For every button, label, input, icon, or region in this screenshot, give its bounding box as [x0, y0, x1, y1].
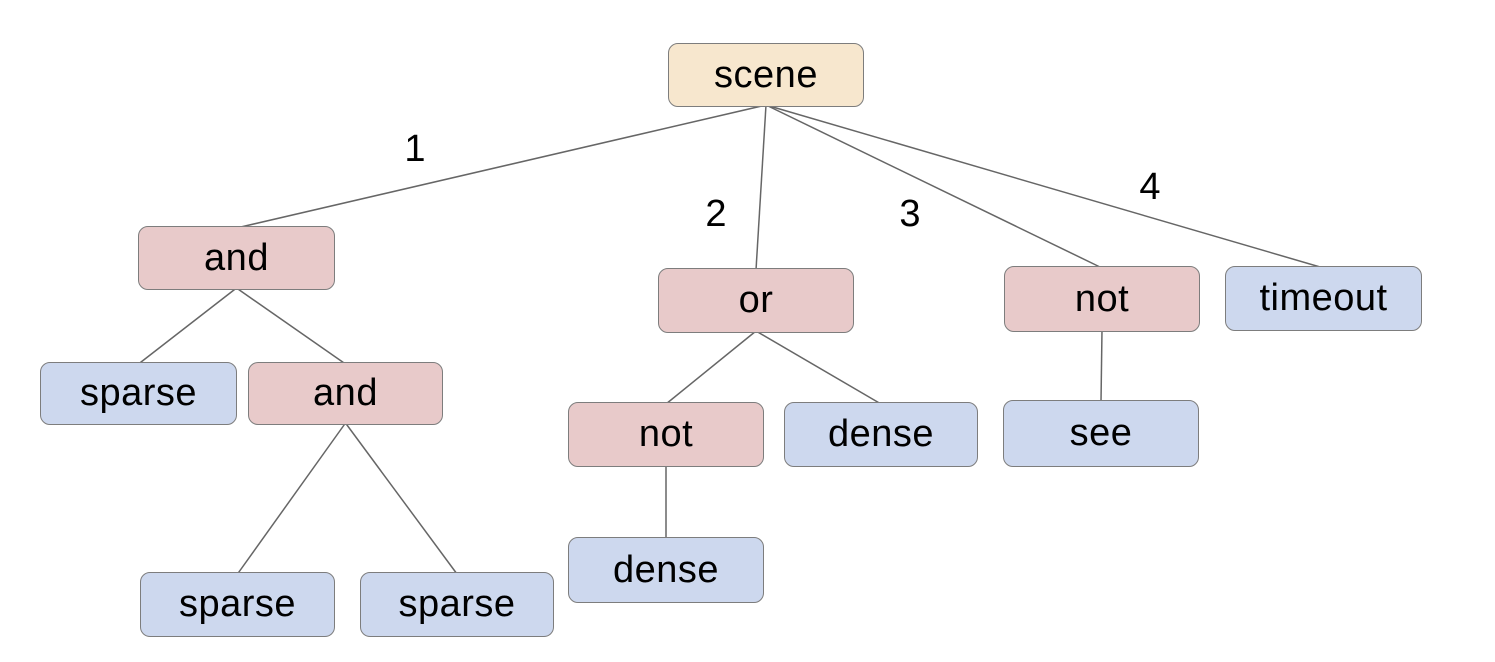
edge-scene-or1 — [755, 104, 767, 271]
edge-scene-and1 — [236, 104, 767, 229]
node-and2: and — [248, 362, 443, 425]
node-see: see — [1003, 400, 1199, 467]
node-label: and — [313, 372, 378, 414]
edge-or1-dense1 — [755, 330, 882, 405]
node-sparse3: sparse — [360, 572, 554, 637]
edge-label-3: 3 — [899, 193, 920, 235]
edge-and2-sparse2 — [236, 422, 347, 575]
node-and1: and — [138, 226, 335, 290]
edge-label-2: 2 — [705, 193, 726, 235]
node-dense1: dense — [784, 402, 978, 467]
node-not2: not — [568, 402, 764, 467]
node-or1: or — [658, 268, 854, 333]
node-scene: scene — [668, 43, 864, 107]
edge-scene-not1 — [765, 104, 1103, 269]
edge-not1-see — [1100, 329, 1103, 403]
edge-label-4: 4 — [1139, 166, 1160, 208]
edge-and1-and2 — [236, 287, 346, 365]
node-sparse2: sparse — [140, 572, 335, 637]
node-label: timeout — [1259, 277, 1388, 319]
node-label: not — [638, 413, 694, 455]
edge-and1-sparse1 — [138, 287, 237, 365]
node-label: dense — [612, 548, 720, 591]
edge-and2-sparse3 — [344, 422, 458, 575]
node-label: see — [1069, 412, 1133, 454]
node-label: sparse — [79, 372, 198, 414]
node-label: not — [1074, 277, 1130, 320]
node-sparse1: sparse — [40, 362, 237, 425]
node-label: dense — [827, 413, 935, 455]
node-label: sparse — [398, 583, 516, 625]
node-timeout: timeout — [1225, 266, 1422, 331]
node-label: and — [204, 236, 269, 279]
node-dense2: dense — [568, 537, 764, 603]
node-not1: not — [1004, 266, 1200, 332]
edge-label-1: 1 — [404, 128, 425, 170]
node-label: sparse — [178, 583, 297, 625]
edge-scene-timeout — [765, 104, 1324, 269]
node-label: or — [738, 279, 774, 321]
edge-or1-not2 — [665, 330, 757, 405]
node-label: scene — [714, 53, 818, 96]
